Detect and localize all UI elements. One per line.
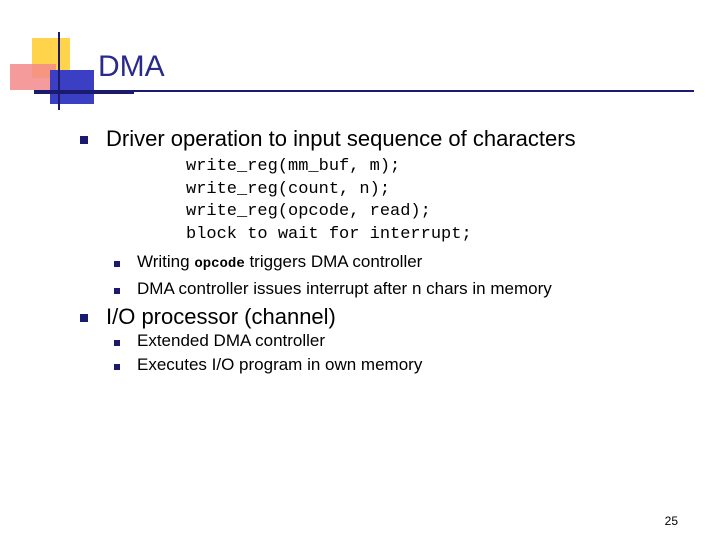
title-underline xyxy=(34,90,694,92)
sub-bullet-text-suffix: triggers DMA controller xyxy=(244,252,423,271)
logo-horizontal-line-thick xyxy=(34,92,134,94)
square-bullet-icon xyxy=(114,340,120,346)
code-line: write_reg(opcode, read); xyxy=(186,202,431,221)
bullet-text: Driver operation to input sequence of ch… xyxy=(106,126,576,151)
square-bullet-icon xyxy=(80,136,88,144)
logo-blue-square xyxy=(50,70,94,104)
code-line: write_reg(mm_buf, m); xyxy=(186,157,401,176)
slide-logo-decoration xyxy=(0,0,140,120)
sub-bullet-text: Executes I/O program in own memory xyxy=(137,355,423,374)
code-block: write_reg(mm_buf, m); write_reg(count, n)… xyxy=(186,156,472,246)
logo-vertical-line xyxy=(58,32,60,110)
slide-title: DMA xyxy=(98,50,165,83)
square-bullet-icon xyxy=(114,261,120,267)
sub-bullet-text: Extended DMA controller xyxy=(137,331,326,350)
bullet-text: I/O processor (channel) xyxy=(106,304,336,329)
square-bullet-icon xyxy=(114,288,120,294)
code-line: block to wait for interrupt; xyxy=(186,224,472,244)
square-bullet-icon xyxy=(114,364,120,370)
inline-code-opcode: opcode xyxy=(194,256,245,272)
code-line: write_reg(count, n); xyxy=(186,179,391,199)
page-number: 25 xyxy=(664,514,678,528)
sub-bullet-text: DMA controller issues interrupt after n … xyxy=(137,279,552,298)
square-bullet-icon xyxy=(80,314,88,322)
sub-bullet-text-prefix: Writing xyxy=(137,252,195,271)
logo-red-square xyxy=(10,64,56,90)
